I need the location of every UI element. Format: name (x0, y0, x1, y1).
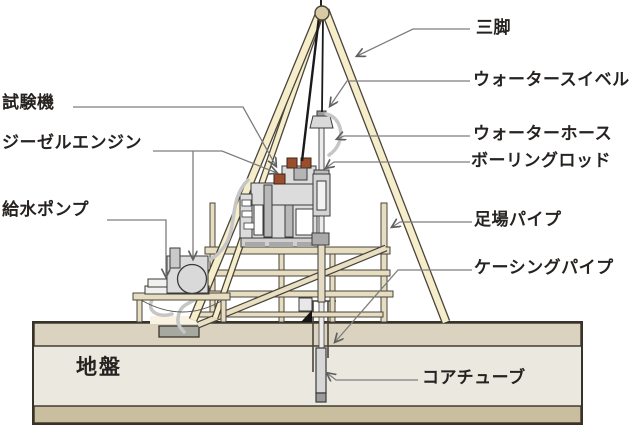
label-boring-rod: ボーリングロッド (471, 151, 611, 170)
scaffold-rail (204, 290, 394, 298)
pump-exhaust (169, 247, 181, 269)
pulley (314, 5, 330, 21)
core-tube (315, 347, 327, 394)
label-test-machine: 試験機 (2, 93, 55, 112)
leader-scaffold-pipe (392, 222, 472, 227)
boring-rod (318, 126, 325, 174)
label-core-tube: コアチューブ (422, 368, 526, 387)
rod-clamp (311, 232, 330, 246)
water-swivel-body (309, 115, 334, 129)
pulley-cables (300, 0, 330, 162)
leader-diesel-engine (153, 150, 277, 173)
leader-water-hose (337, 136, 470, 139)
leader-water-pump (107, 219, 166, 277)
scaffold-post (329, 246, 336, 323)
label-scaffold-pipe: 足場パイプ (474, 210, 562, 229)
label-ground: 地盤 (76, 356, 122, 379)
label-water-hose: ウォーターホース (473, 124, 613, 143)
leader-casing-pipe (335, 269, 472, 342)
leader-water-swivel (330, 80, 470, 106)
label-water-swivel: ウォータースイベル (473, 70, 630, 89)
pump-head (176, 263, 208, 295)
rod-in-hole (318, 301, 325, 349)
ground-layers (32, 321, 583, 425)
leader-boring-rod (326, 162, 470, 168)
scaffold-brace (197, 245, 387, 328)
label-tripod: 三脚 (476, 18, 511, 37)
label-diesel-engine: ジーゼルエンジン (2, 133, 142, 152)
leader-lines (73, 28, 472, 380)
leader-core-tube (327, 373, 418, 380)
scaffold-rail (204, 246, 391, 255)
casing-wedge (301, 310, 312, 322)
boring-rod (318, 215, 325, 235)
rod-column (298, 110, 334, 322)
label-water-pump: 給水ポンプ (2, 200, 89, 219)
engine-block (286, 157, 298, 169)
engine-block (273, 173, 286, 185)
scaffold-post (278, 246, 285, 323)
core-tube-bit (315, 392, 327, 403)
scaffold-post (380, 202, 388, 323)
water-pump-unit (132, 247, 231, 323)
leader-test-machine (73, 106, 276, 166)
label-casing-pipe: ケーシングパイプ (474, 258, 614, 277)
casing-head (298, 297, 313, 312)
hoist-cable (321, 17, 324, 113)
winch-cable (300, 16, 321, 162)
boring-machine (239, 157, 319, 248)
casing-pipe-upper (317, 244, 326, 303)
leader-tripod (357, 28, 470, 56)
